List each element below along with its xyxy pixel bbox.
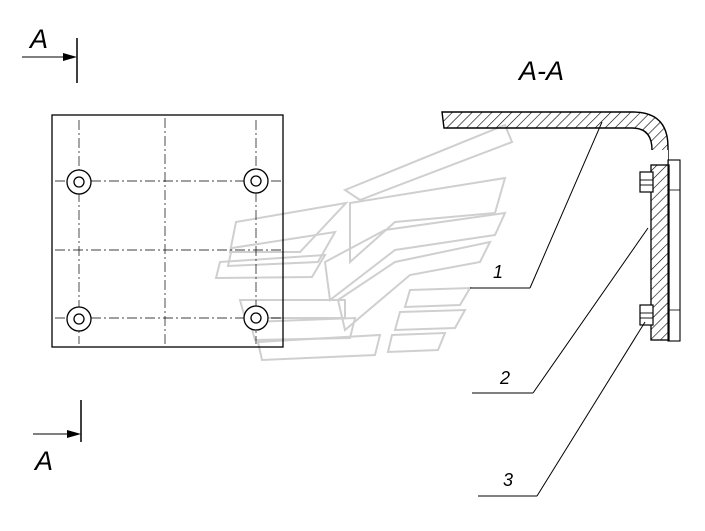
callout-number-1: 1 xyxy=(493,262,503,282)
plate-section xyxy=(650,164,670,341)
plate-outline xyxy=(51,114,284,348)
section-letter-bottom: A xyxy=(33,446,53,476)
callout-1: 1 xyxy=(470,121,603,289)
mounting-hole-top-left xyxy=(66,169,92,195)
callout-3: 3 xyxy=(478,321,646,497)
fastener-bottom xyxy=(639,304,654,326)
bracket-angle-profile xyxy=(441,111,669,166)
callout-2: 2 xyxy=(472,227,649,394)
watermark-logo xyxy=(214,123,514,362)
pad-section xyxy=(667,159,681,342)
mounting-hole-top-right xyxy=(243,168,269,194)
mounting-hole-bottom-right xyxy=(243,305,269,331)
section-letter-top: A xyxy=(28,24,48,54)
callout-number-2: 2 xyxy=(499,368,510,388)
mounting-hole-bottom-left xyxy=(66,306,92,332)
section-marker-top: A xyxy=(22,24,78,83)
section-title: A-A xyxy=(517,56,564,86)
plate-front-view xyxy=(51,114,284,348)
section-marker-bottom: A xyxy=(33,400,82,476)
bracket-section xyxy=(441,111,682,342)
callout-number-3: 3 xyxy=(503,470,513,490)
fastener-top xyxy=(639,171,654,193)
